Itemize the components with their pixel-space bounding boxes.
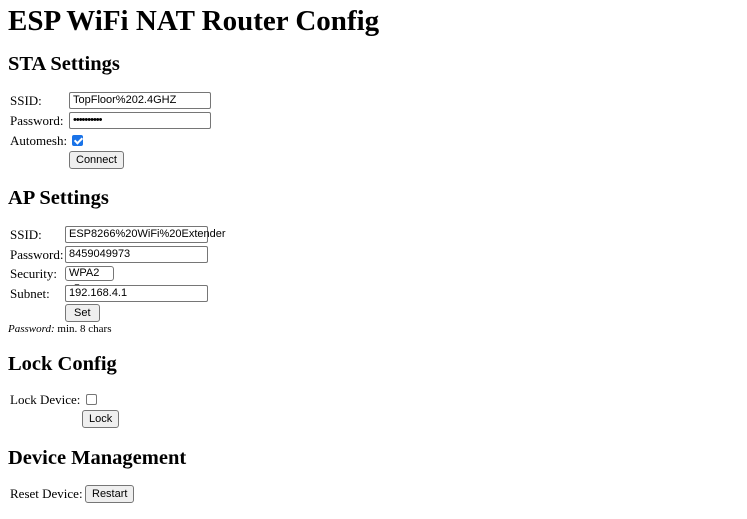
sta-settings-heading: STA Settings: [8, 53, 120, 75]
ap-password-note-label: Password:: [8, 323, 55, 335]
page-title: ESP WiFi NAT Router Config: [8, 5, 380, 37]
sta-automesh-label: Automesh:: [10, 133, 68, 148]
connect-button[interactable]: Connect: [69, 151, 124, 169]
ap-settings-heading: AP Settings: [8, 187, 109, 209]
ap-ssid-label: SSID:: [10, 227, 42, 242]
sta-automesh-checkbox[interactable]: [72, 135, 83, 146]
ap-ssid-input[interactable]: ESP8266%20WiFi%20Extender: [65, 226, 226, 243]
ap-security-label: Security:: [10, 266, 57, 281]
lock-config-heading: Lock Config: [8, 353, 117, 375]
ap-subnet-input[interactable]: 192.168.4.1: [65, 285, 208, 302]
sta-password-label: Password:: [10, 113, 64, 128]
sta-ssid-label: SSID:: [10, 93, 42, 108]
restart-button[interactable]: Restart: [85, 485, 135, 503]
lock-device-label: Lock Device:: [10, 392, 81, 407]
lock-button[interactable]: Lock: [82, 410, 120, 428]
device-management-heading: Device Management: [8, 447, 187, 469]
sta-password-input[interactable]: ••••••••••: [69, 112, 211, 129]
ap-security-select[interactable]: WPA2▼: [65, 266, 114, 291]
reset-device-label: Reset Device:: [10, 486, 83, 501]
set-button[interactable]: Set: [65, 304, 100, 322]
ap-subnet-label: Subnet:: [10, 286, 50, 301]
ap-password-note-text: min. 8 chars: [54, 323, 112, 335]
ap-password-note: Password: min. 8 chars: [8, 323, 111, 336]
lock-device-checkbox[interactable]: [86, 394, 97, 405]
ap-password-input[interactable]: 8459049973: [65, 246, 208, 263]
ap-password-label: Password:: [10, 247, 64, 262]
sta-ssid-input[interactable]: TopFloor%202.4GHZ: [69, 92, 211, 109]
ap-security-value: WPA2: [69, 267, 100, 279]
